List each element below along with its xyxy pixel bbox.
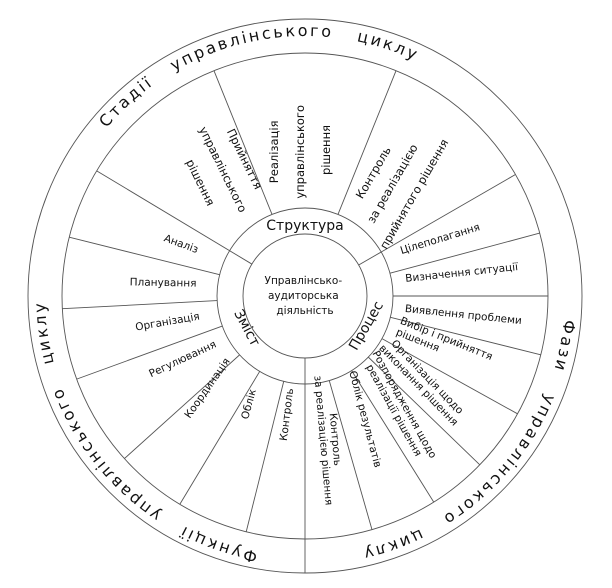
sector-divider-line <box>69 236 220 276</box>
content-item-coordination: Координація <box>182 356 232 421</box>
sector-divider-line <box>389 232 540 274</box>
ring-label-process: Процес <box>346 299 387 354</box>
process-item-implementation-control: Контрольза реалізацією рішення <box>311 374 346 506</box>
structure-item-decision-making: Прийняття управлінського рішення <box>173 114 273 230</box>
sector-divider-line <box>390 316 541 356</box>
structure-item-decision-implementation: Реалізація управлінського рішення <box>267 101 333 198</box>
sector-divider-line <box>96 170 253 265</box>
sector-divider-line <box>245 381 285 532</box>
content-item-organization: Організація <box>134 310 200 333</box>
sector-dividers <box>62 70 548 573</box>
sector-divider-line <box>351 370 435 503</box>
sector-divider-line <box>62 300 218 310</box>
center-title: Управлінсько- аудиторська діяльність <box>265 275 346 317</box>
sector-divider-line <box>381 338 518 415</box>
sector-divider-line <box>179 371 261 505</box>
content-item-control: Контроль <box>278 388 296 442</box>
ring-label-structure: Структура <box>266 218 343 234</box>
sector-divider-line <box>358 174 516 266</box>
structure-item-decision-control: Контроль за реалізацією прийнятого рішен… <box>337 113 451 251</box>
content-item-analysis: Аналіз <box>162 232 200 255</box>
ring-label-content: Зміст <box>230 307 263 349</box>
content-item-planning: Планування <box>130 276 197 289</box>
sector-divider-line <box>367 356 481 466</box>
sector-divider-line <box>213 70 273 215</box>
content-item-regulation: Регулювання <box>147 338 218 380</box>
sector-divider-line <box>124 354 240 459</box>
content-item-accounting: Облік <box>239 388 259 421</box>
sector-divider-line <box>328 380 373 530</box>
sector-divider-line <box>337 70 397 215</box>
sector-divider-line <box>76 325 223 380</box>
